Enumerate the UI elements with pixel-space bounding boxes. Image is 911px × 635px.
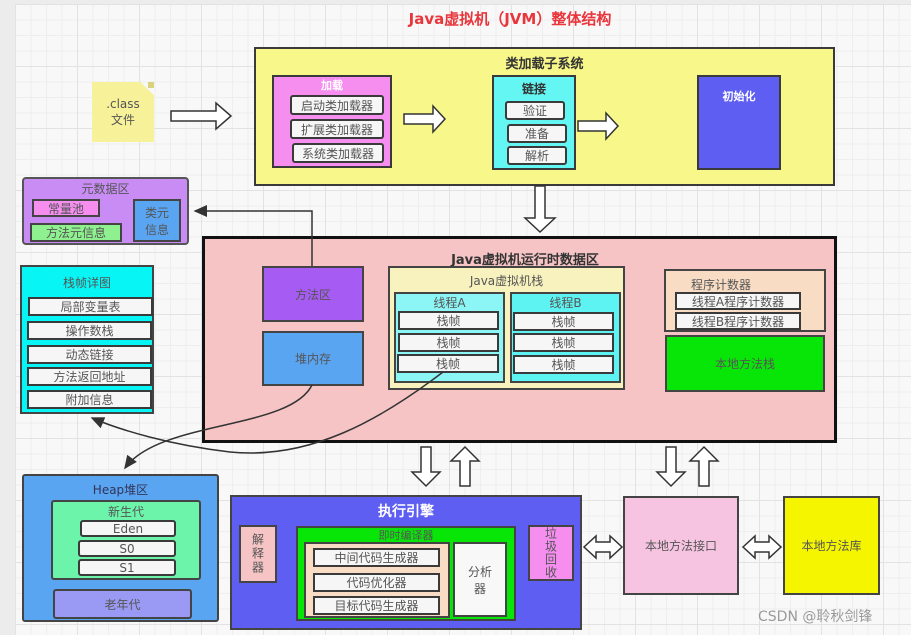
return-address: 方法返回地址 (27, 367, 152, 386)
stack-frame: 栈帧 (397, 354, 499, 373)
thread-a-pc: 线程A程序计数器 (675, 292, 801, 310)
watermark: CSDN @聆秋剑锋 (758, 609, 873, 625)
analyzer: 分析器 (453, 542, 507, 617)
arrow-right-icon (403, 104, 447, 134)
heap-detail-title: Heap堆区 (92, 482, 149, 497)
stack-frame: 栈帧 (513, 333, 614, 352)
survivor-s0: S0 (78, 540, 176, 557)
young-generation: 新生代 Eden S0 S1 (51, 500, 201, 580)
loading-box: 加载 启动类加载器 扩展类加载器 系统类加载器 (272, 75, 392, 168)
stack-frame: 栈帧 (513, 312, 614, 331)
additional-info: 附加信息 (27, 390, 152, 409)
connector-stack-frame-detail (90, 371, 444, 454)
bootstrap-classloader: 启动类加载器 (290, 95, 384, 115)
dynamic-linking: 动态链接 (27, 345, 152, 364)
loading-title: 加载 (321, 79, 343, 92)
eden-space: Eden (80, 520, 176, 537)
jit-compiler-title: 即时编译器 (378, 529, 434, 542)
native-method-stack: 本地方法栈 (665, 335, 825, 392)
diagram-title: Java虚拟机（JVM）整体结构 (408, 9, 612, 28)
system-classloader: 系统类加载器 (292, 143, 384, 163)
class-file-label: 文件 (110, 112, 135, 127)
resolve-step: 解析 (507, 146, 567, 165)
arrow-down-icon (410, 446, 442, 488)
extension-classloader: 扩展类加载器 (290, 119, 384, 139)
arrow-down-icon (655, 446, 687, 488)
stack-frame: 栈帧 (513, 355, 614, 374)
linking-title: 链接 (521, 81, 546, 96)
stack-frame: 栈帧 (398, 333, 499, 352)
method-area: 方法区 (262, 266, 364, 322)
thread-a: 线程A 栈帧 栈帧 栈帧 (394, 292, 505, 383)
prepare-step: 准备 (507, 124, 567, 143)
class-file-note: .class 文件 (92, 82, 154, 142)
thread-b-pc: 线程B程序计数器 (675, 312, 801, 330)
verify-step: 验证 (505, 101, 565, 120)
class-file-ext: .class (106, 96, 140, 111)
double-arrow-icon (741, 534, 783, 560)
stack-frame-detail: 栈帧详图 局部变量表 操作数栈 动态链接 方法返回地址 附加信息 (20, 265, 154, 414)
stack-frame: 栈帧 (398, 311, 499, 330)
code-optimizer: 代码优化器 (313, 573, 440, 592)
initialization-box: 初始化 (697, 75, 781, 170)
connector-heap-detail (124, 384, 313, 470)
runtime-data-area: Java虚拟机运行时数据区 方法区 堆内存 Java虚拟机栈 线程A 栈帧 栈帧… (202, 236, 837, 443)
class-metadata: 类元信息 (133, 199, 181, 242)
thread-a-title: 线程A (433, 296, 466, 310)
native-method-interface: 本地方法接口 (623, 496, 739, 595)
local-variable-table: 局部变量表 (28, 297, 153, 316)
garbage-collection: 垃圾回收 (528, 525, 574, 581)
interpreter-label: 解释器 (250, 533, 265, 575)
code-generators: 中间代码生成器 代码优化器 目标代码生成器 (304, 542, 450, 618)
stack-frame-detail-title: 栈帧详图 (62, 275, 111, 290)
arrow-up-icon (449, 445, 481, 487)
runtime-title: Java虚拟机运行时数据区 (451, 252, 599, 268)
initialization-title: 初始化 (722, 90, 756, 103)
double-arrow-icon (582, 534, 624, 560)
thread-b: 线程B 栈帧 栈帧 栈帧 (510, 292, 621, 383)
operand-stack: 操作数栈 (27, 321, 152, 340)
thread-b-title: 线程B (549, 296, 582, 310)
class-loader-subsystem: 类加载子系统 加载 启动类加载器 扩展类加载器 系统类加载器 链接 验证 准备 … (254, 47, 835, 186)
constant-pool: 常量池 (32, 199, 100, 217)
jvm-stack: Java虚拟机栈 线程A 栈帧 栈帧 栈帧 线程B 栈帧 栈帧 栈帧 (388, 266, 625, 390)
heap-memory: 堆内存 (262, 331, 364, 386)
connector-method-area-metaspace (193, 205, 313, 266)
native-method-library: 本地方法库 (783, 496, 880, 595)
metaspace-box: 元数据区 常量池 方法元信息 类元信息 (22, 177, 189, 245)
arrow-down-icon (523, 185, 557, 234)
linking-box: 链接 验证 准备 解析 (492, 75, 576, 170)
execution-engine: 执行引擎 解释器 即时编译器 中间代码生成器 代码优化器 目标代码生成器 分析器… (230, 495, 582, 630)
intermediate-code-generator: 中间代码生成器 (313, 548, 440, 567)
program-counter: 程序计数器 线程A程序计数器 线程B程序计数器 (664, 269, 826, 332)
heap-detail: Heap堆区 新生代 Eden S0 S1 老年代 (22, 474, 219, 622)
execution-engine-title: 执行引擎 (378, 504, 434, 520)
program-counter-title: 程序计数器 (691, 278, 752, 292)
arrow-right-icon (577, 111, 620, 141)
class-loader-title: 类加载子系统 (505, 56, 584, 72)
arrow-right-icon (170, 101, 233, 131)
metaspace-title: 元数据区 (81, 181, 130, 196)
survivor-s1: S1 (78, 559, 176, 576)
method-metadata: 方法元信息 (30, 223, 122, 242)
jit-compiler: 即时编译器 中间代码生成器 代码优化器 目标代码生成器 分析器 (296, 526, 516, 621)
garbage-collection-label: 垃圾回收 (543, 527, 558, 579)
note-fold-corner (148, 82, 154, 88)
young-generation-title: 新生代 (107, 504, 144, 519)
old-generation: 老年代 (53, 589, 192, 619)
jvm-stack-title: Java虚拟机栈 (469, 273, 544, 288)
interpreter: 解释器 (239, 525, 277, 583)
arrow-up-icon (688, 445, 720, 487)
target-code-generator: 目标代码生成器 (313, 596, 440, 615)
